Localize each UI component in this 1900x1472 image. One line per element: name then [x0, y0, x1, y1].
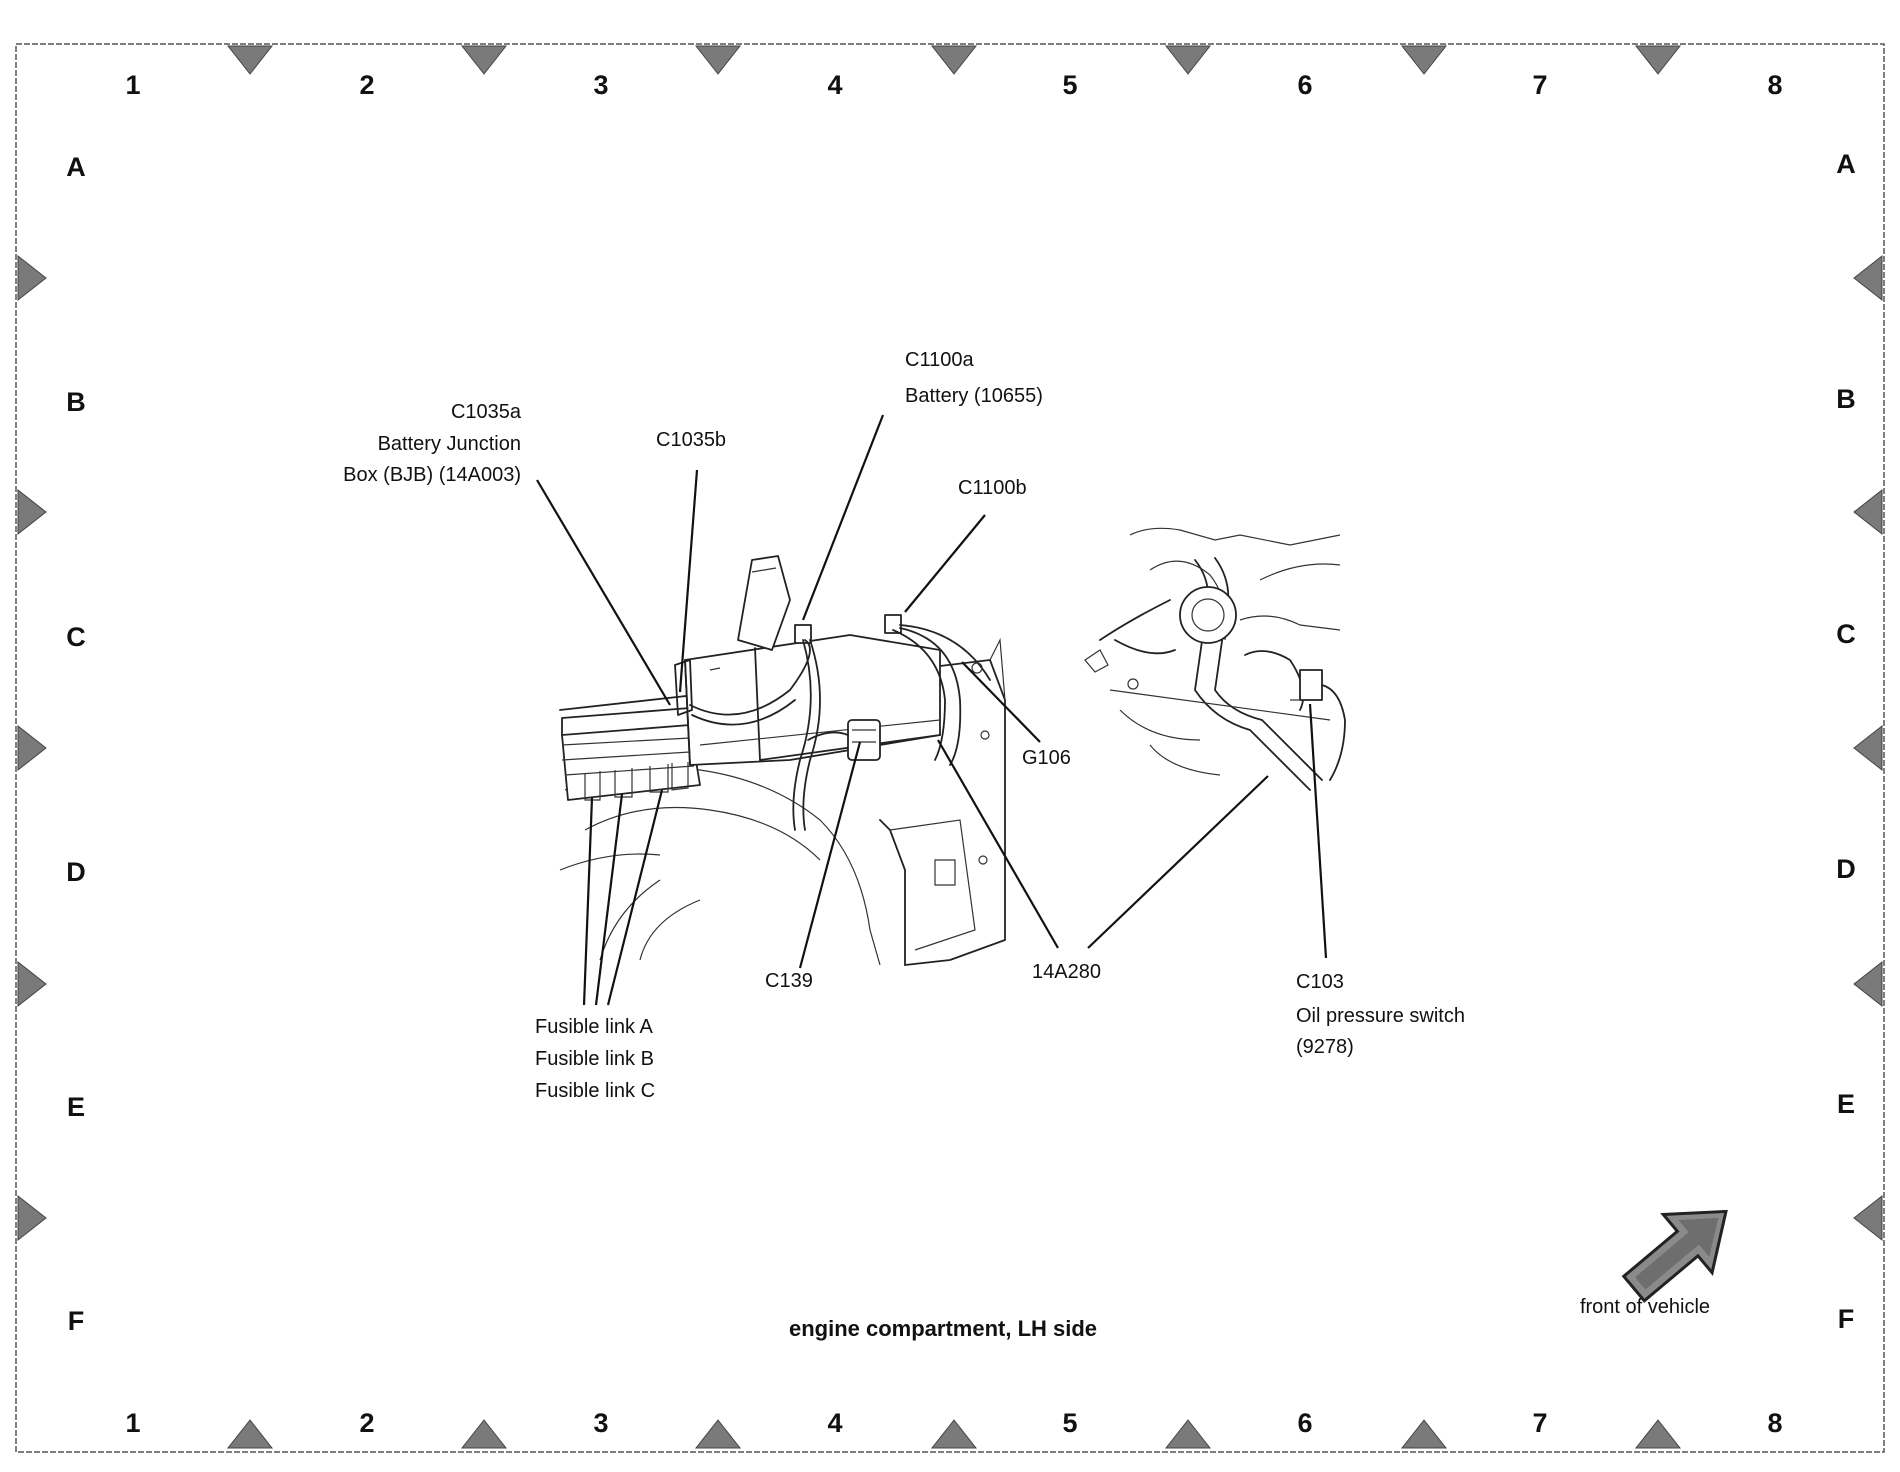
leader-g106	[961, 661, 1041, 743]
front-of-vehicle-label: front of vehicle	[1580, 1296, 1710, 1318]
diagram-caption: engine compartment, LH side	[789, 1316, 1097, 1341]
label-c1035b: C1035b	[656, 429, 726, 451]
bottom-markers	[226, 1419, 1682, 1449]
callout-labels: C1035a Battery Junction Box (BJB) (14A00…	[343, 349, 1465, 1102]
left-markers	[17, 254, 47, 1242]
leader-c103	[1308, 703, 1328, 959]
column-label: 6	[1297, 70, 1312, 100]
column-label: 1	[125, 1408, 140, 1438]
column-label: 5	[1062, 70, 1077, 100]
leader-c1100a	[801, 414, 885, 621]
row-label: B	[1836, 384, 1856, 414]
diagram-frame	[15, 43, 1885, 1453]
row-labels-right: A B C D E F	[1836, 149, 1856, 1334]
arrow-icon	[1621, 1209, 1728, 1303]
label-c1100b: C1100b	[958, 477, 1027, 499]
leader-c1035a	[536, 479, 671, 706]
leader-lines	[536, 414, 1328, 1006]
label-c1100a-desc: Battery (10655)	[905, 385, 1043, 407]
row-label: E	[1837, 1089, 1855, 1119]
label-c103-id: C103	[1296, 971, 1344, 993]
row-labels-left: A B C D E F	[66, 152, 86, 1336]
label-fusible-a: Fusible link A	[535, 1016, 653, 1038]
leader-14a280-right	[1087, 775, 1269, 949]
column-label: 8	[1767, 70, 1782, 100]
front-of-vehicle-indicator: front of vehicle	[1580, 1209, 1728, 1318]
column-label: 5	[1062, 1408, 1077, 1438]
row-label: A	[66, 152, 86, 182]
leader-c139	[798, 741, 862, 969]
column-label: 3	[593, 1408, 608, 1438]
top-markers	[226, 45, 1682, 75]
row-label: C	[66, 622, 86, 652]
grid-markers	[17, 45, 1883, 1449]
label-c103-line1: Oil pressure switch	[1296, 1005, 1465, 1027]
column-label: 2	[359, 1408, 374, 1438]
column-labels-bottom: 1 2 3 4 5 6 7 8	[125, 1408, 1782, 1438]
row-label: F	[1838, 1304, 1855, 1334]
column-label: 4	[827, 1408, 842, 1438]
label-c139: C139	[765, 970, 813, 992]
leader-c1100b	[904, 514, 986, 613]
column-label: 4	[827, 70, 842, 100]
leader-fusible-b	[594, 793, 624, 1006]
row-label: C	[1836, 619, 1856, 649]
row-label: D	[66, 857, 86, 887]
label-fusible-c: Fusible link C	[535, 1080, 655, 1102]
label-c1035a-line2: Box (BJB) (14A003)	[343, 464, 521, 486]
battery-area-illustration	[559, 555, 1006, 966]
label-c103-line2: (9278)	[1296, 1036, 1354, 1058]
column-label: 7	[1532, 1408, 1547, 1438]
oil-pressure-switch-illustration	[1084, 527, 1346, 791]
label-c1035a-line1: Battery Junction	[378, 433, 521, 455]
row-label: D	[1836, 854, 1856, 884]
label-c1100a-id: C1100a	[905, 349, 974, 371]
leader-fusible-a	[582, 797, 594, 1006]
label-fusible-b: Fusible link B	[535, 1048, 654, 1070]
row-label: E	[67, 1092, 85, 1122]
leader-fusible-c	[606, 789, 664, 1006]
column-label: 3	[593, 70, 608, 100]
column-label: 1	[125, 70, 140, 100]
column-labels-top: 1 2 3 4 5 6 7 8	[125, 70, 1782, 100]
row-label: A	[1836, 149, 1856, 179]
column-label: 2	[359, 70, 374, 100]
leader-c1035b	[678, 469, 699, 693]
row-label: F	[68, 1306, 85, 1336]
column-label: 7	[1532, 70, 1547, 100]
right-markers	[1853, 254, 1883, 1242]
label-c1035a-id: C1035a	[451, 401, 522, 423]
column-label: 6	[1297, 1408, 1312, 1438]
leader-14a280-left	[937, 739, 1059, 949]
column-label: 8	[1767, 1408, 1782, 1438]
row-label: B	[66, 387, 86, 417]
label-g106: G106	[1022, 747, 1071, 769]
label-14a280: 14A280	[1032, 961, 1101, 983]
